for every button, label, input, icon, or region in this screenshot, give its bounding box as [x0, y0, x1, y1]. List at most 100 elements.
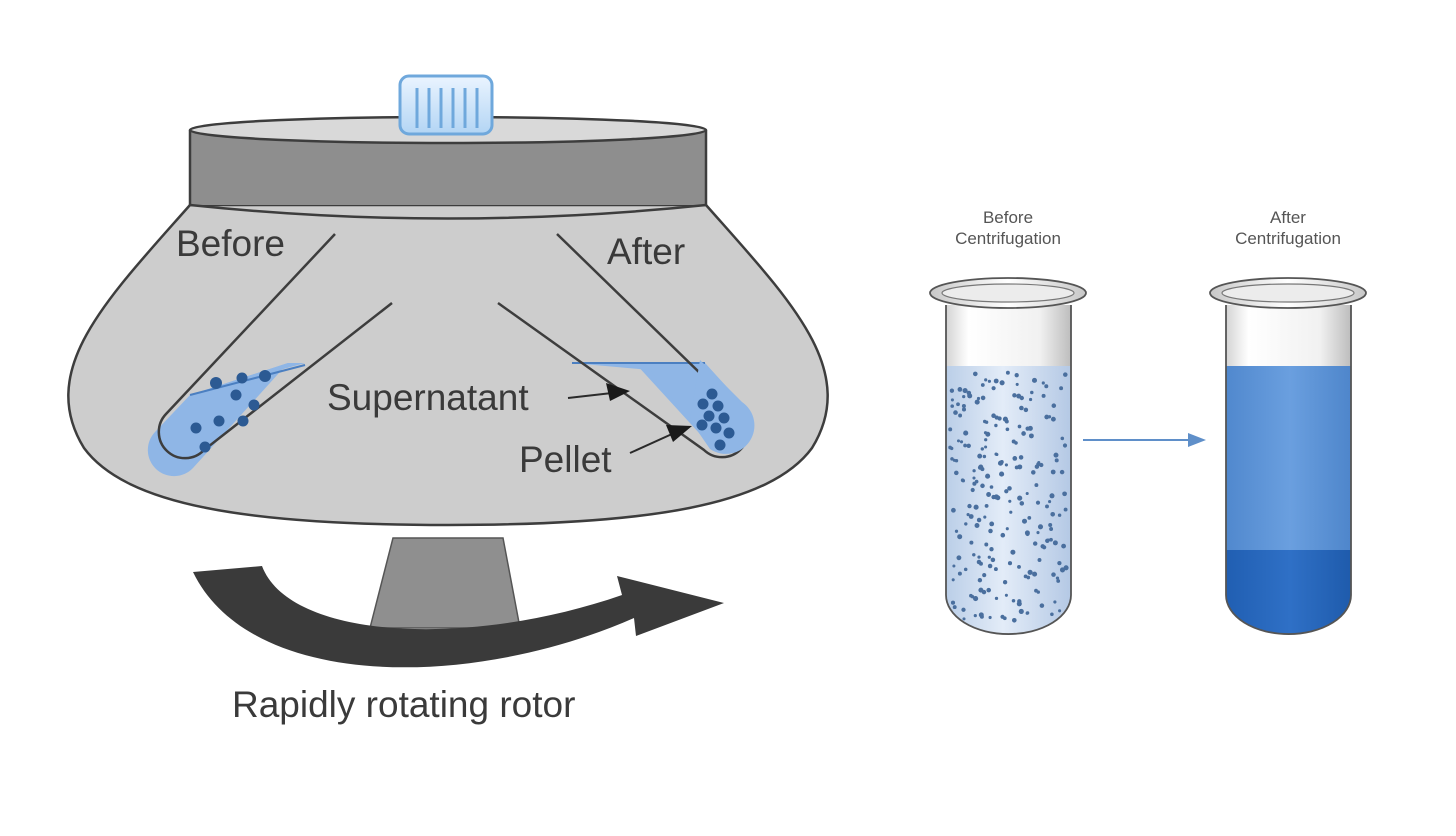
particle-dot — [994, 423, 998, 428]
particle-dot — [1011, 617, 1017, 623]
label-before-line2: Centrifugation — [955, 229, 1061, 248]
particle-dot — [1040, 544, 1045, 549]
particle-dot — [983, 515, 987, 519]
particle-dot — [1010, 549, 1016, 555]
particle-dot — [1059, 469, 1065, 475]
particle-dot — [1051, 572, 1056, 577]
particle-dot — [984, 445, 988, 449]
particle-dot — [958, 413, 963, 418]
particle-dot — [973, 613, 977, 618]
label-after-line1: After — [1270, 208, 1306, 227]
particle-dot — [972, 476, 976, 480]
rotation-arrow — [193, 566, 724, 668]
particle-dot — [1011, 598, 1016, 603]
particle-dot — [989, 485, 994, 489]
rotor-tube-after — [497, 233, 755, 459]
particle-dot — [1050, 612, 1054, 617]
particle-dot — [984, 503, 989, 508]
particle-dot — [1050, 469, 1056, 475]
suspended-particles — [948, 370, 1069, 624]
particle-dot — [1004, 463, 1008, 467]
particle-dot — [976, 396, 981, 401]
particle-dot — [1053, 600, 1057, 604]
particle-dot — [982, 573, 987, 578]
particle-dot — [978, 464, 984, 470]
particle-dot — [960, 478, 965, 482]
particle-dot — [966, 513, 970, 517]
particle-dot — [983, 431, 988, 435]
particle-dot — [999, 380, 1005, 386]
particle-dot — [954, 529, 959, 533]
particle-dot — [1048, 523, 1053, 527]
particle-dot — [993, 567, 998, 572]
pellet-particles — [696, 388, 735, 451]
particle-dot — [1017, 495, 1023, 501]
supernatant-arrow — [567, 383, 630, 401]
particle-dot — [1036, 531, 1040, 535]
particle-dot — [968, 514, 974, 519]
particle-dot — [1004, 489, 1009, 494]
particle-dot — [1000, 614, 1005, 619]
lid-knob — [398, 74, 494, 136]
particle-dot — [1019, 501, 1025, 506]
particle-dot — [957, 387, 963, 392]
particle-dot — [952, 605, 957, 610]
particle-dot — [1017, 424, 1022, 429]
particle-dot — [1044, 414, 1050, 420]
particle-dot — [1025, 611, 1029, 615]
particle-dot — [1018, 608, 1024, 614]
particle-dot — [956, 402, 960, 407]
particle-dot — [1012, 393, 1017, 398]
particle-dot — [1034, 483, 1039, 488]
particle-dot — [967, 503, 972, 509]
particle-dot — [1061, 543, 1066, 549]
particle-dot — [1018, 455, 1024, 460]
particle-dot — [1062, 491, 1067, 497]
particle-dot — [1044, 384, 1049, 389]
rotor-bowl — [67, 203, 829, 527]
test-tube-before — [929, 277, 1087, 635]
particle-dot — [980, 383, 985, 387]
pellet-layer — [1226, 550, 1351, 635]
particle-dot — [980, 483, 985, 489]
particle-dot — [994, 452, 998, 456]
particle-dot — [984, 378, 988, 382]
particle-dot — [1005, 427, 1010, 432]
particle-dot — [1051, 403, 1057, 408]
suspension-liquid — [946, 366, 1071, 635]
particle-dot — [1045, 538, 1050, 544]
particle-dot — [1058, 609, 1062, 613]
particle-dot — [984, 438, 988, 442]
particle-dot — [988, 615, 992, 620]
particle-dot — [970, 487, 975, 493]
test-tube-after — [1209, 277, 1367, 635]
particle-dot — [977, 555, 981, 559]
particle-dot — [1023, 407, 1029, 413]
particle-dot — [977, 578, 983, 583]
particle-dot — [1050, 416, 1056, 422]
label-before-line1: Before — [983, 208, 1033, 227]
particle-dot — [972, 553, 976, 557]
particle-dot — [1055, 576, 1060, 580]
particle-dot — [1048, 500, 1052, 504]
particle-dot — [1039, 603, 1045, 608]
particle-dot — [1004, 593, 1008, 597]
particle-dot — [989, 521, 995, 527]
particle-dot — [993, 494, 999, 500]
particle-dot — [979, 614, 984, 619]
particle-dot — [1037, 524, 1044, 530]
particle-dot — [1027, 425, 1033, 431]
particle-dot — [949, 388, 955, 393]
particle-dot — [1060, 436, 1065, 441]
particle-dot — [1052, 540, 1058, 546]
particle-dot — [1063, 565, 1069, 571]
process-arrow — [1083, 433, 1206, 447]
particle-dot — [1059, 386, 1064, 391]
particle-dot — [1004, 419, 1009, 424]
label-supernatant: Supernatant — [327, 377, 529, 418]
particle-dot — [961, 403, 966, 409]
particle-dot — [1025, 491, 1029, 496]
particle-dot — [1031, 470, 1036, 475]
particle-dot — [991, 386, 996, 391]
particle-dot — [1024, 530, 1030, 536]
